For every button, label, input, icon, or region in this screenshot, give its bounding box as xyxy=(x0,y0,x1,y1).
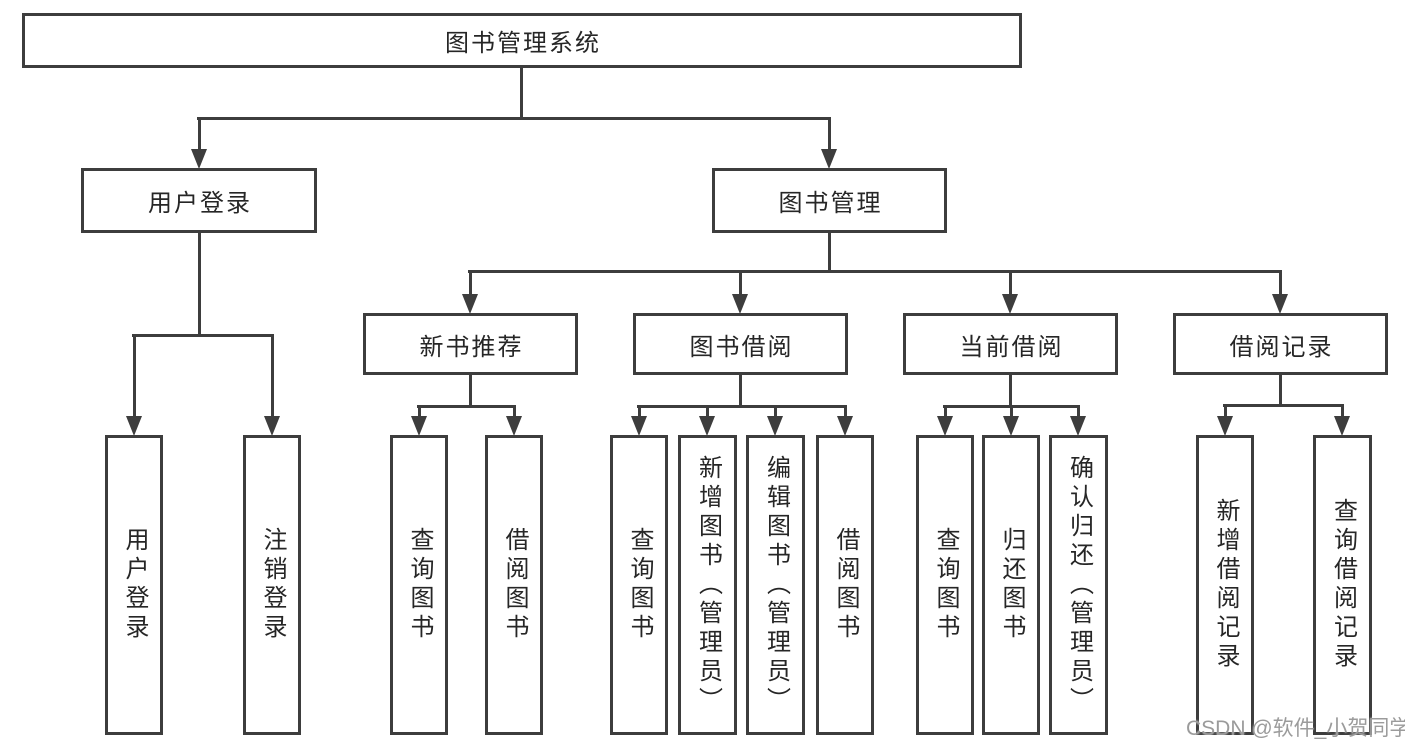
connector-arrow-stem xyxy=(843,408,847,418)
connector-arrow-stem xyxy=(1340,407,1344,418)
connector-arrow-stem xyxy=(197,120,201,151)
leaf-query-books-1-label: 查询图书 xyxy=(406,527,433,643)
arrow-down-icon xyxy=(191,149,207,169)
node-user-login-label: 用户登录 xyxy=(148,190,252,217)
connector-arrow-stem xyxy=(1278,273,1282,296)
connector-vertical-line xyxy=(468,375,472,408)
connector-vertical-line xyxy=(519,67,523,120)
leaf-edit-books-admin: 编辑图书（管理员） xyxy=(746,435,805,735)
arrow-down-icon xyxy=(1334,416,1350,436)
connector-arrow-stem xyxy=(132,337,136,418)
arrow-down-icon xyxy=(631,416,647,436)
node-borrowing-records-label: 借阅记录 xyxy=(1229,333,1334,361)
arrow-down-icon xyxy=(1002,294,1018,314)
leaf-borrow-books-1-label: 借阅图书 xyxy=(501,527,528,643)
arrow-down-icon xyxy=(462,294,478,314)
leaf-query-books-1: 查询图书 xyxy=(390,435,448,735)
node-book-management: 图书管理 xyxy=(712,168,947,233)
connector-horizontal-line xyxy=(132,334,274,337)
watermark: CSDN @软件_小贺同学 xyxy=(1186,717,1405,740)
connector-arrow-stem xyxy=(1009,408,1013,418)
leaf-borrow-books-2: 借阅图书 xyxy=(816,435,874,735)
connector-vertical-line xyxy=(1008,375,1012,408)
leaf-user-login-label: 用户登录 xyxy=(121,527,148,643)
arrow-down-icon xyxy=(1217,416,1233,436)
node-book-borrowing-label: 图书借阅 xyxy=(689,333,794,361)
leaf-edit-books-admin-label: 编辑图书（管理员） xyxy=(762,454,790,716)
connector-horizontal-line xyxy=(637,405,847,408)
arrow-down-icon xyxy=(1272,294,1288,314)
connector-horizontal-line xyxy=(1223,404,1344,407)
connector-arrow-stem xyxy=(270,337,274,418)
connector-arrow-stem xyxy=(1076,408,1080,418)
node-book-borrowing: 图书借阅 xyxy=(633,313,848,375)
connector-arrow-stem xyxy=(1008,273,1012,296)
node-root: 图书管理系统 xyxy=(22,13,1022,68)
connector-horizontal-line xyxy=(197,117,831,120)
leaf-logout-label: 注销登录 xyxy=(259,527,286,643)
connector-arrow-stem xyxy=(705,408,709,418)
node-new-book-recommend: 新书推荐 xyxy=(363,313,578,375)
connector-arrow-stem xyxy=(417,408,421,418)
leaf-confirm-return-admin: 确认归还（管理员） xyxy=(1049,435,1108,735)
connector-vertical-line xyxy=(197,233,201,337)
connector-arrow-stem xyxy=(827,120,831,151)
node-current-borrowing: 当前借阅 xyxy=(903,313,1118,375)
leaf-add-books-admin: 新增图书（管理员） xyxy=(678,435,737,735)
leaf-query-books-2-label: 查询图书 xyxy=(626,527,653,643)
connector-vertical-line xyxy=(738,375,742,408)
connector-horizontal-line xyxy=(943,405,1080,408)
arrow-down-icon xyxy=(732,294,748,314)
connector-arrow-stem xyxy=(773,408,777,418)
connector-horizontal-line xyxy=(417,405,516,408)
arrow-down-icon xyxy=(837,416,853,436)
node-book-management-label: 图书管理 xyxy=(778,190,883,217)
arrow-down-icon xyxy=(126,416,142,436)
leaf-return-books: 归还图书 xyxy=(982,435,1040,735)
leaf-add-books-admin-label: 新增图书（管理员） xyxy=(694,454,722,716)
node-current-borrowing-label: 当前借阅 xyxy=(959,333,1064,361)
connector-arrow-stem xyxy=(943,408,947,418)
leaf-user-login: 用户登录 xyxy=(105,435,163,735)
arrow-down-icon xyxy=(821,149,837,169)
arrow-down-icon xyxy=(1070,416,1086,436)
leaf-add-borrow-record: 新增借阅记录 xyxy=(1196,435,1254,735)
connector-vertical-line xyxy=(1278,375,1282,407)
node-borrowing-records: 借阅记录 xyxy=(1173,313,1388,375)
leaf-borrow-books-2-label: 借阅图书 xyxy=(832,527,859,643)
arrow-down-icon xyxy=(264,416,280,436)
leaf-borrow-books-1: 借阅图书 xyxy=(485,435,543,735)
leaf-query-books-3: 查询图书 xyxy=(916,435,974,735)
leaf-query-books-3-label: 查询图书 xyxy=(932,527,959,643)
leaf-add-borrow-record-label: 新增借阅记录 xyxy=(1212,498,1239,672)
arrow-down-icon xyxy=(411,416,427,436)
arrow-down-icon xyxy=(1003,416,1019,436)
arrow-down-icon xyxy=(767,416,783,436)
connector-arrow-stem xyxy=(637,408,641,418)
connector-horizontal-line xyxy=(468,270,1282,273)
leaf-return-books-label: 归还图书 xyxy=(998,527,1025,643)
leaf-query-borrow-record-label: 查询借阅记录 xyxy=(1329,498,1357,672)
leaf-logout: 注销登录 xyxy=(243,435,301,735)
leaf-query-books-2: 查询图书 xyxy=(610,435,668,735)
arrow-down-icon xyxy=(699,416,715,436)
connector-vertical-line xyxy=(827,233,831,273)
node-user-login: 用户登录 xyxy=(81,168,317,233)
node-root-label: 图书管理系统 xyxy=(445,30,601,57)
connector-arrow-stem xyxy=(1223,407,1227,418)
connector-arrow-stem xyxy=(512,408,516,418)
connector-arrow-stem xyxy=(468,273,472,296)
node-new-book-recommend-label: 新书推荐 xyxy=(419,333,524,361)
arrow-down-icon xyxy=(937,416,953,436)
leaf-confirm-return-admin-label: 确认归还（管理员） xyxy=(1065,454,1093,716)
leaf-query-borrow-record: 查询借阅记录 xyxy=(1313,435,1372,735)
arrow-down-icon xyxy=(506,416,522,436)
connector-arrow-stem xyxy=(738,273,742,296)
